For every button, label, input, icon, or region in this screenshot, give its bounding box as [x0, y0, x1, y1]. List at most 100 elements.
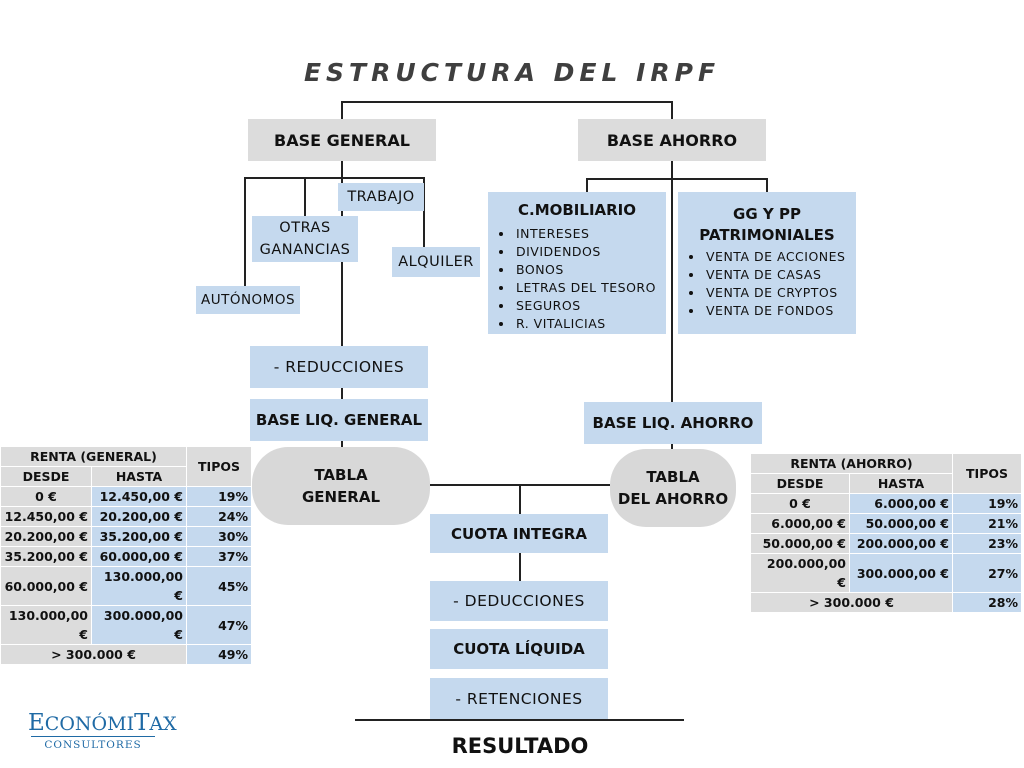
otras-ganancias-label: OTRAS GANANCIAS [259, 220, 351, 258]
cell-hasta: 200.000,00 € [849, 533, 953, 554]
resultado-label: RESULTADO [451, 734, 589, 758]
cell-hasta: 50.000,00 € [849, 513, 953, 534]
base-ahorro-box: BASE AHORRO [578, 119, 766, 161]
cell-hasta: 130.000,00 € [91, 566, 187, 606]
economitax-logo: ECONÓMITAX CONSULTORES [28, 710, 177, 752]
tabla-ahorro-pill: TABLA DEL AHORRO [610, 449, 736, 527]
cell-hasta: 300.000,00 € [91, 605, 187, 645]
alquiler-label: ALQUILER [398, 254, 474, 270]
table-row: 50.000,00 € 200.000,00 € 23% [750, 533, 1022, 554]
cell-desde: 35.200,00 € [0, 546, 92, 567]
cell-desde: 130.000,00 € [0, 605, 92, 645]
col-desde: DESDE [0, 466, 92, 487]
renta-general-table: RENTA (GENERAL) TIPOS DESDE HASTA 0 € 12… [0, 446, 252, 665]
table-row: > 300.000 € 28% [750, 592, 1022, 613]
cuota-integra-box: CUOTA INTEGRA [430, 514, 608, 553]
autonomos-label: AUTÓNOMOS [200, 292, 296, 308]
table-row: 35.200,00 € 60.000,00 € 37% [0, 546, 252, 567]
cuota-integra-label: CUOTA INTEGRA [451, 524, 587, 543]
cell-hasta: 35.200,00 € [91, 526, 187, 547]
mobiliario-title: C.MOBILIARIO [517, 201, 637, 219]
cell-desde: 6.000,00 € [750, 513, 850, 534]
list-item: SEGUROS [514, 297, 656, 315]
list-item: INTERESES [514, 225, 656, 243]
base-ahorro-label: BASE AHORRO [606, 130, 738, 150]
deducciones-box: - DEDUCCIONES [430, 581, 608, 621]
cuota-liquida-label: CUOTA LÍQUIDA [453, 640, 585, 658]
renta-ahorro-table: RENTA (AHORRO) TIPOS DESDE HASTA 0 € 6.0… [750, 453, 1022, 613]
retenciones-label: - RETENCIONES [455, 689, 583, 708]
deducciones-label: - DEDUCCIONES [453, 592, 585, 610]
patrimoniales-list: VENTA DE ACCIONES VENTA DE CASAS VENTA D… [688, 248, 846, 320]
list-item: LETRAS DEL TESORO [514, 279, 656, 297]
cell-tipo: 47% [186, 605, 252, 645]
alquiler-box: ALQUILER [392, 247, 480, 277]
col-hasta: HASTA [91, 466, 187, 487]
patrimoniales-card: GG Y PP PATRIMONIALES VENTA DE ACCIONES … [678, 192, 856, 334]
list-item: R. VITALICIAS [514, 315, 656, 333]
list-item: VENTA DE FONDOS [704, 302, 846, 320]
reducciones-label: - REDUCCIONES [273, 358, 405, 376]
list-item: BONOS [514, 261, 656, 279]
tabla-general-pill: TABLA GENERAL [252, 447, 430, 525]
cell-range: > 300.000 € [750, 592, 953, 613]
cuota-liquida-box: CUOTA LÍQUIDA [430, 629, 608, 669]
cell-desde: 0 € [0, 486, 92, 507]
cell-tipo: 49% [186, 644, 252, 665]
table-row: 200.000,00 € 300.000,00 € 27% [750, 553, 1022, 593]
table-row: 130.000,00 € 300.000,00 € 47% [0, 605, 252, 645]
patrimoniales-title: GG Y PP PATRIMONIALES [699, 205, 835, 244]
cell-desde: 0 € [750, 493, 850, 514]
tabla-ahorro-label: TABLA DEL AHORRO [617, 468, 729, 508]
cell-tipo: 24% [186, 506, 252, 527]
table-row: 60.000,00 € 130.000,00 € 45% [0, 566, 252, 606]
cell-desde: 50.000,00 € [750, 533, 850, 554]
table-row: 20.200,00 € 35.200,00 € 30% [0, 526, 252, 547]
list-item: DIVIDENDOS [514, 243, 656, 261]
cell-desde: 200.000,00 € [750, 553, 850, 593]
table-row: 6.000,00 € 50.000,00 € 21% [750, 513, 1022, 534]
list-item: VENTA DE CRYPTOS [704, 284, 846, 302]
col-tipos: TIPOS [952, 453, 1022, 494]
table-row: > 300.000 € 49% [0, 644, 252, 665]
cell-tipo: 19% [186, 486, 252, 507]
base-general-box: BASE GENERAL [248, 119, 436, 161]
table-row: 12.450,00 € 20.200,00 € 24% [0, 506, 252, 527]
col-desde: DESDE [750, 473, 850, 494]
logo-divider [31, 736, 155, 737]
table-title: RENTA (AHORRO) [750, 453, 953, 474]
cell-tipo: 23% [952, 533, 1022, 554]
cell-hasta: 6.000,00 € [849, 493, 953, 514]
tabla-general-label: TABLA GENERAL [301, 466, 381, 506]
list-item: VENTA DE ACCIONES [704, 248, 846, 266]
cell-hasta: 12.450,00 € [91, 486, 187, 507]
logo-wordmark: ECONÓMITAX [28, 710, 177, 736]
base-liq-ahorro-label: BASE LIQ. AHORRO [592, 414, 754, 432]
base-liq-general-box: BASE LIQ. GENERAL [250, 399, 428, 441]
autonomos-box: AUTÓNOMOS [196, 286, 300, 314]
cell-tipo: 30% [186, 526, 252, 547]
base-general-label: BASE GENERAL [274, 130, 410, 150]
cell-tipo: 21% [952, 513, 1022, 534]
cell-desde: 60.000,00 € [0, 566, 92, 606]
col-tipos: TIPOS [186, 446, 252, 487]
cell-tipo: 27% [952, 553, 1022, 593]
cell-tipo: 45% [186, 566, 252, 606]
base-liq-general-label: BASE LIQ. GENERAL [255, 411, 423, 429]
base-liq-ahorro-box: BASE LIQ. AHORRO [584, 402, 762, 444]
logo-subtitle: CONSULTORES [44, 739, 142, 751]
cell-tipo: 37% [186, 546, 252, 567]
cell-hasta: 60.000,00 € [91, 546, 187, 567]
table-row: 0 € 6.000,00 € 19% [750, 493, 1022, 514]
cell-hasta: 20.200,00 € [91, 506, 187, 527]
list-item: VENTA DE CASAS [704, 266, 846, 284]
cell-tipo: 19% [952, 493, 1022, 514]
retenciones-box: - RETENCIONES [430, 678, 608, 719]
trabajo-label: TRABAJO [347, 189, 415, 205]
mobiliario-card: C.MOBILIARIO INTERESES DIVIDENDOS BONOS … [488, 192, 666, 334]
table-row: 0 € 12.450,00 € 19% [0, 486, 252, 507]
cell-desde: 20.200,00 € [0, 526, 92, 547]
mobiliario-list: INTERESES DIVIDENDOS BONOS LETRAS DEL TE… [498, 225, 656, 333]
otras-ganancias-box: OTRAS GANANCIAS [252, 216, 358, 262]
cell-hasta: 300.000,00 € [849, 553, 953, 593]
